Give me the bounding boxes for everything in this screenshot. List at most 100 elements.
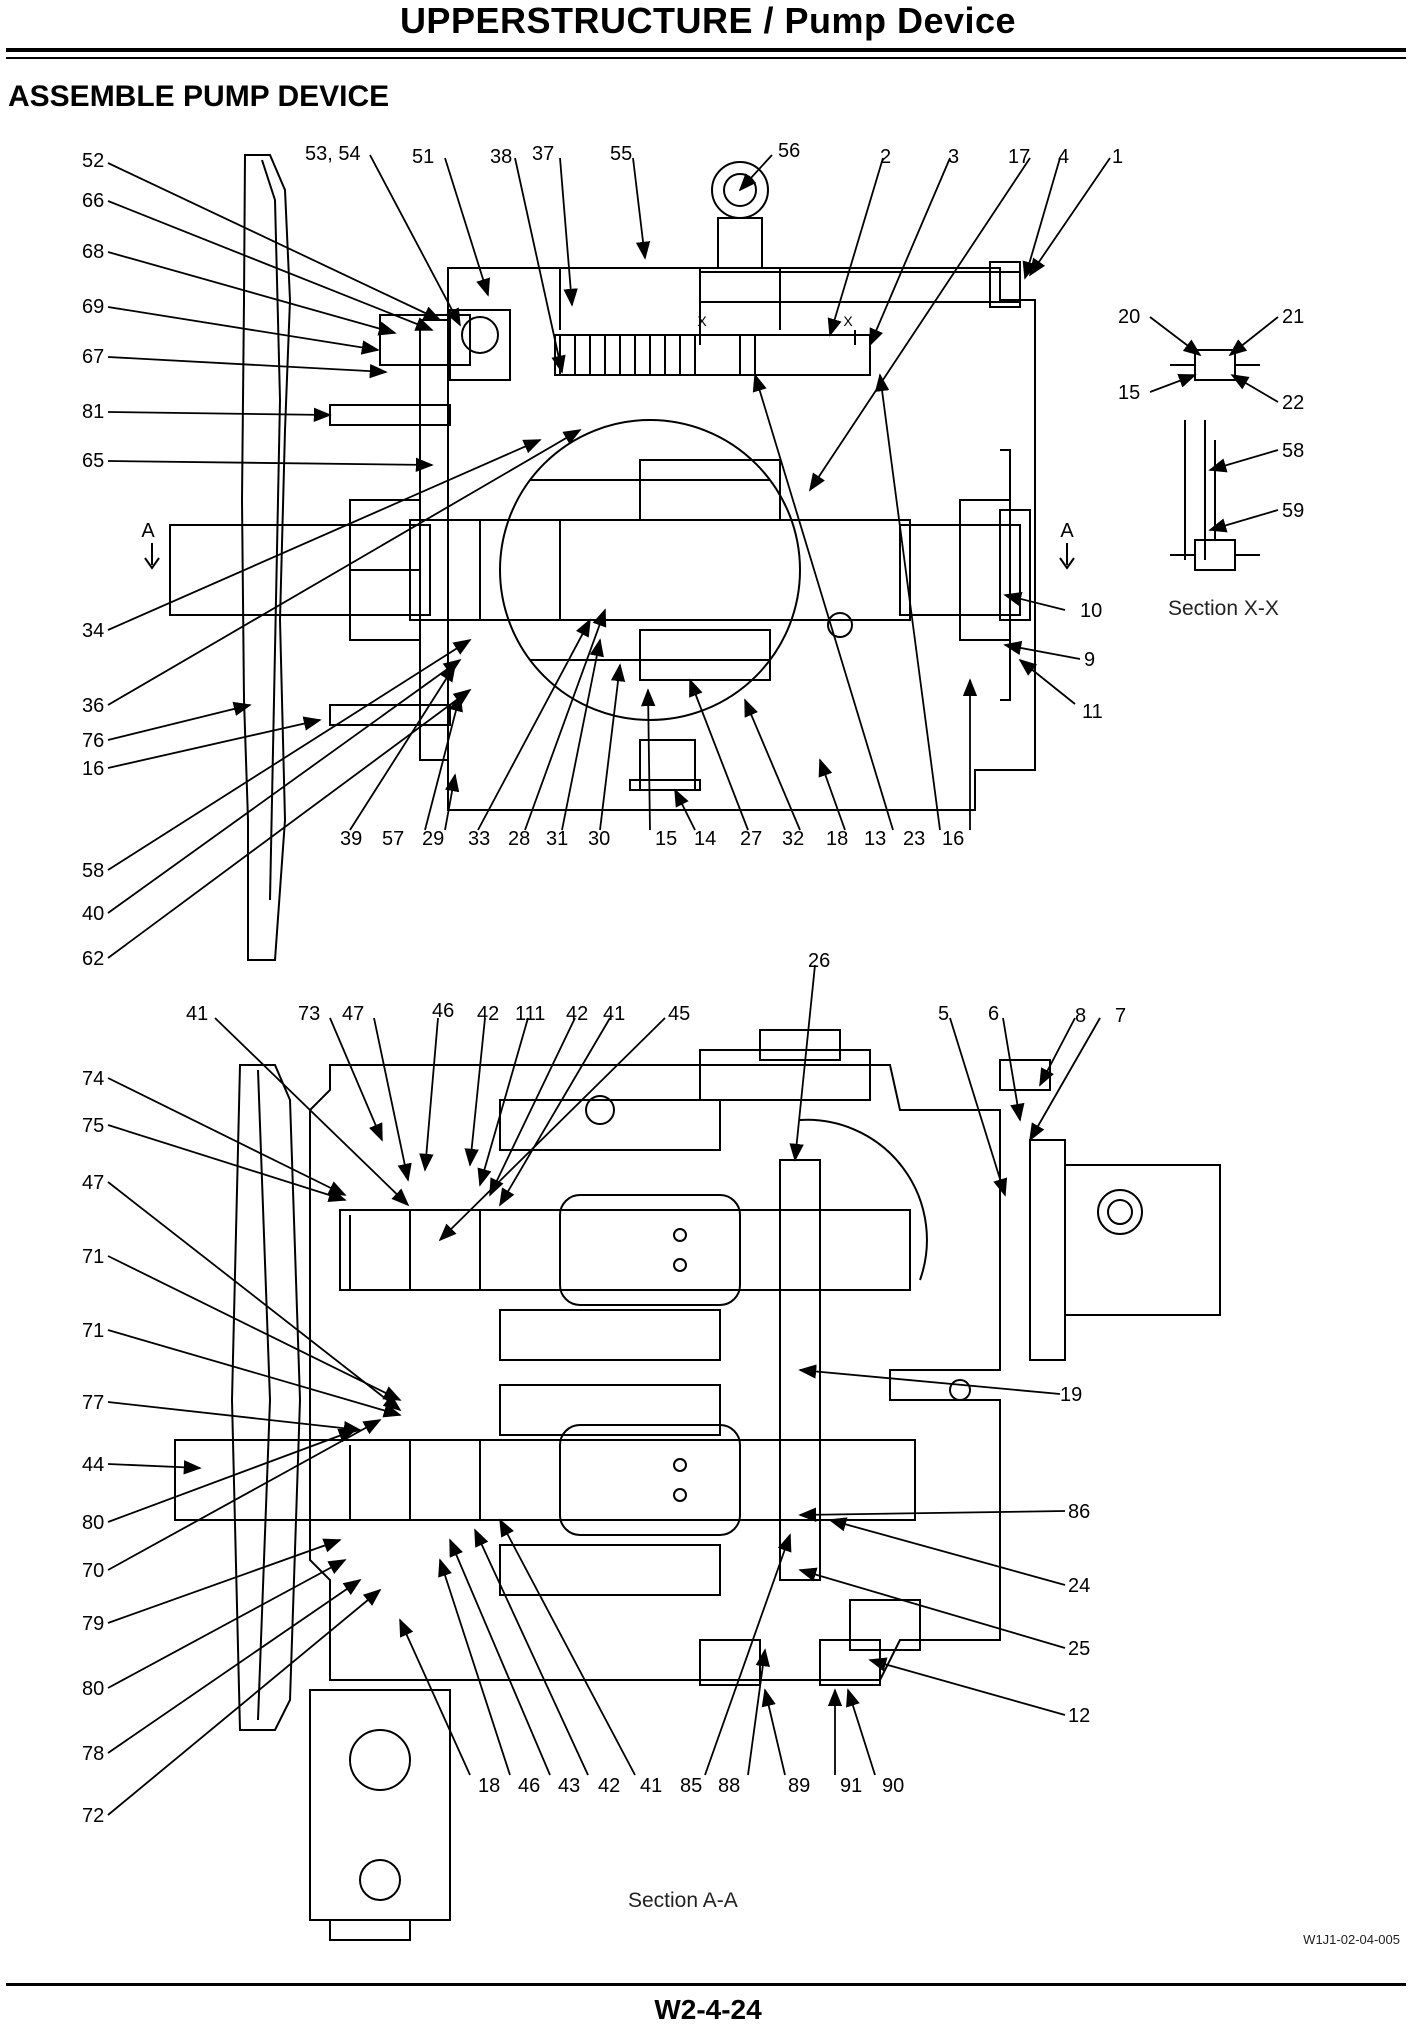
section-a-drawing <box>174 1029 1221 1941</box>
callout-label: 72 <box>82 1805 104 1827</box>
callout-label: 34 <box>82 620 104 642</box>
page-number: W2-4-24 <box>654 1994 762 2025</box>
header-rule <box>6 48 1406 52</box>
callout-label: 86 <box>1068 1501 1090 1523</box>
callout-label: 20 <box>1118 306 1140 328</box>
callout-label: 13 <box>864 828 886 850</box>
callout-label: 16 <box>942 828 964 850</box>
callout-label: 23 <box>903 828 925 850</box>
callout-label: 41 <box>603 1003 625 1025</box>
section-x-drawing <box>1170 349 1260 571</box>
callout-label: 77 <box>82 1392 104 1414</box>
callout-label: 46 <box>432 1000 454 1022</box>
callout-label: 46 <box>518 1775 540 1797</box>
callout-label: 16 <box>82 758 104 780</box>
upper-pump-drawing <box>169 154 1036 961</box>
callout-label: 30 <box>588 828 610 850</box>
callout-label: 32 <box>782 828 804 850</box>
callout-label: 74 <box>82 1068 104 1090</box>
callout-label: 56 <box>778 140 800 162</box>
callout-label: 3 <box>948 146 959 168</box>
callout-label: 8 <box>1075 1005 1086 1027</box>
callout-label: 33 <box>468 828 490 850</box>
callout-label: 18 <box>478 1775 500 1797</box>
callout-label: 24 <box>1068 1575 1090 1597</box>
callout-label: 27 <box>740 828 762 850</box>
callout-label: 47 <box>82 1172 104 1194</box>
figure-code: W1J1-02-04-005 <box>1303 1932 1400 1947</box>
callout-label: 111 <box>515 1003 545 1025</box>
svg-text:A: A <box>1060 520 1074 542</box>
callout-label: 91 <box>840 1775 862 1797</box>
callout-label: 67 <box>82 346 104 368</box>
callout-label: 80 <box>82 1512 104 1534</box>
callout-label: 89 <box>788 1775 810 1797</box>
svg-text:X: X <box>843 313 853 329</box>
callout-label: 9 <box>1084 649 1095 671</box>
callout-label: 14 <box>694 828 716 850</box>
header-rule-thin <box>6 57 1406 59</box>
callout-label: 90 <box>882 1775 904 1797</box>
callout-label: 71 <box>82 1246 104 1268</box>
callout-label: 55 <box>610 143 632 165</box>
callout-label: 42 <box>598 1775 620 1797</box>
callout-label: 71 <box>82 1320 104 1342</box>
callout-label: 73 <box>298 1003 320 1025</box>
callout-label: 59 <box>1282 500 1304 522</box>
callout-label: 21 <box>1282 306 1304 328</box>
callout-label: 1 <box>1112 146 1123 168</box>
callout-label: 10 <box>1080 600 1102 622</box>
section-a-caption: Section A-A <box>628 1889 738 1912</box>
callout-labels: 52 66 68 69 67 81 65 34 36 76 16 58 40 6… <box>82 140 1304 1827</box>
callout-label: 66 <box>82 190 104 212</box>
callout-label: 88 <box>718 1775 740 1797</box>
callout-label: 15 <box>1118 382 1140 404</box>
callout-label: 26 <box>808 950 830 972</box>
callout-label: 65 <box>82 450 104 472</box>
callout-label: 43 <box>558 1775 580 1797</box>
callout-label: 12 <box>1068 1705 1090 1727</box>
section-a-markers: A A X X <box>141 313 1075 570</box>
leader-lines <box>107 154 1279 1816</box>
callout-label: 36 <box>82 695 104 717</box>
callout-label: 81 <box>82 401 104 423</box>
callout-label: 47 <box>342 1003 364 1025</box>
callout-label: 4 <box>1058 146 1069 168</box>
callout-label: 40 <box>82 903 104 925</box>
section-x-caption: Section X-X <box>1168 597 1279 620</box>
section-title: ASSEMBLE PUMP DEVICE <box>8 80 390 113</box>
page-header: UPPERSTRUCTURE / Pump Device <box>399 0 1017 41</box>
callout-label: 7 <box>1115 1005 1126 1027</box>
callout-label: 31 <box>546 828 568 850</box>
callout-label: 58 <box>1282 440 1304 462</box>
callout-label: 62 <box>82 948 104 970</box>
callout-label: 41 <box>640 1775 662 1797</box>
svg-text:A: A <box>141 520 155 542</box>
callout-label: 11 <box>1082 701 1103 723</box>
svg-text:X: X <box>697 313 707 329</box>
callout-label: 18 <box>826 828 848 850</box>
callout-label: 76 <box>82 730 104 752</box>
callout-label: 58 <box>82 860 104 882</box>
callout-label: 29 <box>422 828 444 850</box>
callout-label: 45 <box>668 1003 690 1025</box>
callout-label: 25 <box>1068 1638 1090 1660</box>
callout-label: 5 <box>938 1003 949 1025</box>
callout-label: 15 <box>655 828 677 850</box>
footer-rule <box>6 1983 1406 1986</box>
callout-label: 22 <box>1282 392 1304 414</box>
callout-label: 70 <box>82 1560 104 1582</box>
callout-label: 37 <box>532 143 554 165</box>
callout-label: 2 <box>880 146 891 168</box>
callout-label: 57 <box>382 828 404 850</box>
callout-label: 42 <box>566 1003 588 1025</box>
callout-label: 75 <box>82 1115 104 1137</box>
callout-label: 42 <box>477 1003 499 1025</box>
callout-label: 38 <box>490 146 512 168</box>
callout-label: 68 <box>82 241 104 263</box>
callout-label: 39 <box>340 828 362 850</box>
callout-label: 6 <box>988 1003 999 1025</box>
callout-label: 51 <box>412 146 434 168</box>
callout-label: 44 <box>82 1454 104 1476</box>
